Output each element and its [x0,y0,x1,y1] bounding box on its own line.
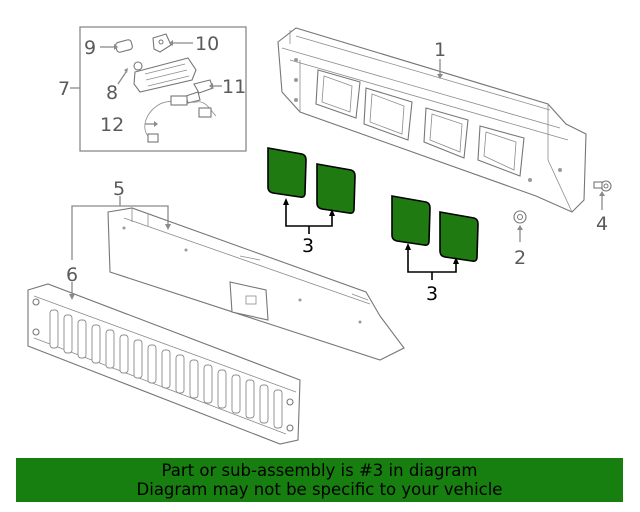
callout-3b: 3 [426,283,438,305]
banner-line-2: Diagram may not be specific to your vehi… [136,480,503,499]
lamp-housing [133,57,197,93]
callout-12: 12 [100,114,124,136]
callout-1: 1 [434,39,446,61]
part-4-bolt [593,180,612,192]
part-3-pads [267,147,479,262]
part-12-harness [144,95,217,143]
callout-7: 7 [58,78,70,100]
part-11-switch [185,79,214,104]
callout-3-brackets [285,204,457,280]
banner: Part or sub-assembly is #3 in diagram Di… [16,458,623,502]
callout-11: 11 [222,76,246,98]
part-6-outer-panel [27,283,301,445]
part-9-bulb [115,39,133,53]
pad-4 [439,211,479,262]
callout-5: 5 [113,178,125,200]
callout-10: 10 [195,33,219,55]
pad-3 [391,195,431,246]
callout-4: 4 [596,213,608,235]
part-5-backing-plate [107,207,405,361]
callout-2: 2 [514,247,526,269]
part-2-nut [513,210,527,224]
callout-3a: 3 [302,235,314,257]
callout-9: 9 [84,37,96,59]
inset-box [70,26,247,152]
banner-line-1: Part or sub-assembly is #3 in diagram [161,461,478,480]
part-10-bracket [152,33,172,53]
callout-8: 8 [106,82,118,104]
pad-1 [267,147,307,198]
callout-6: 6 [66,264,78,286]
pad-2 [316,163,356,214]
part-1-inner-panel [277,27,587,213]
